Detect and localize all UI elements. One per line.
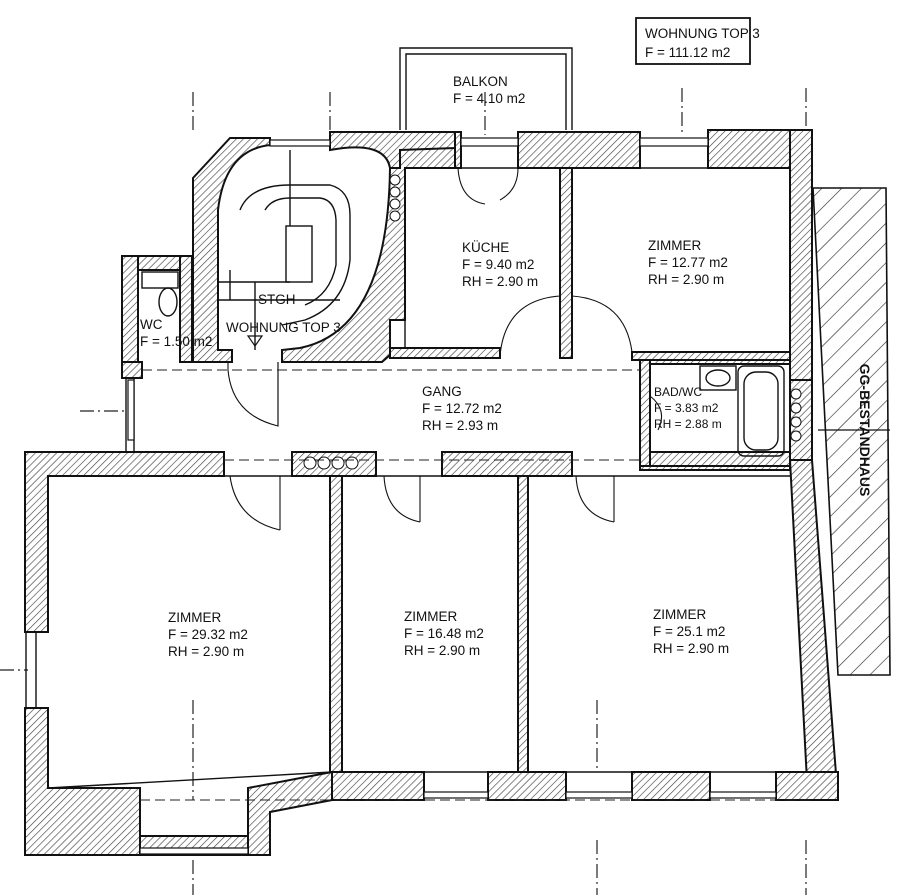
balkon-name: BALKON xyxy=(453,74,508,89)
zimmer-ne-name: ZIMMER xyxy=(648,238,701,253)
kueche-name: KÜCHE xyxy=(462,240,509,255)
kueche-area: F = 9.40 m2 xyxy=(462,257,534,272)
room-labels: BALKON F = 4.10 m2 KÜCHE F = 9.40 m2 RH … xyxy=(140,74,729,659)
gang-height: RH = 2.93 m xyxy=(422,418,498,433)
zimmer-se-height: RH = 2.90 m xyxy=(653,641,729,656)
bad-name: BAD/WC xyxy=(654,385,702,399)
zimmer-s-name: ZIMMER xyxy=(404,609,457,624)
stgh-sub: WOHNUNG TOP 3 xyxy=(226,320,341,335)
neighbor-label: GG-BESTANDHAUS xyxy=(857,364,873,497)
zimmer-sw-height: RH = 2.90 m xyxy=(168,644,244,659)
zimmer-s-height: RH = 2.90 m xyxy=(404,643,480,658)
dashed-lines xyxy=(140,369,810,801)
bad-area: F = 3.83 m2 xyxy=(654,401,719,415)
info-box: WOHNUNG TOP 3 F = 111.12 m2 xyxy=(635,17,760,65)
zimmer-se-name: ZIMMER xyxy=(653,607,706,622)
windows xyxy=(127,137,777,855)
gang-area: F = 12.72 m2 xyxy=(422,401,502,416)
doors xyxy=(227,167,663,531)
bad-height: RH = 2.88 m xyxy=(654,417,722,431)
zimmer-sw-name: ZIMMER xyxy=(168,610,221,625)
wc-area: F = 1.50 m2 xyxy=(140,334,212,349)
stgh-name: STGH xyxy=(258,292,296,307)
axis-lines xyxy=(0,88,807,895)
gang-name: GANG xyxy=(422,384,462,399)
zimmer-s-area: F = 16.48 m2 xyxy=(404,626,484,641)
zimmer-sw-area: F = 29.32 m2 xyxy=(168,627,248,642)
kueche-height: RH = 2.90 m xyxy=(462,274,538,289)
wc-name: WC xyxy=(140,317,163,332)
balkon-area: F = 4.10 m2 xyxy=(453,91,525,106)
balcony xyxy=(399,47,573,130)
info-title: WOHNUNG TOP 3 xyxy=(645,26,760,41)
walls xyxy=(24,129,840,856)
bath-fixtures xyxy=(699,365,785,457)
info-area: F = 111.12 m2 xyxy=(645,45,730,60)
zimmer-se-area: F = 25.1 m2 xyxy=(653,624,725,639)
wc-fixture xyxy=(141,271,179,317)
neighbor-building: GG-BESTANDHAUS xyxy=(812,187,891,676)
zimmer-ne-height: RH = 2.90 m xyxy=(648,272,724,287)
staircase xyxy=(218,150,351,350)
zimmer-ne-area: F = 12.77 m2 xyxy=(648,255,728,270)
wall-lines xyxy=(25,167,808,789)
